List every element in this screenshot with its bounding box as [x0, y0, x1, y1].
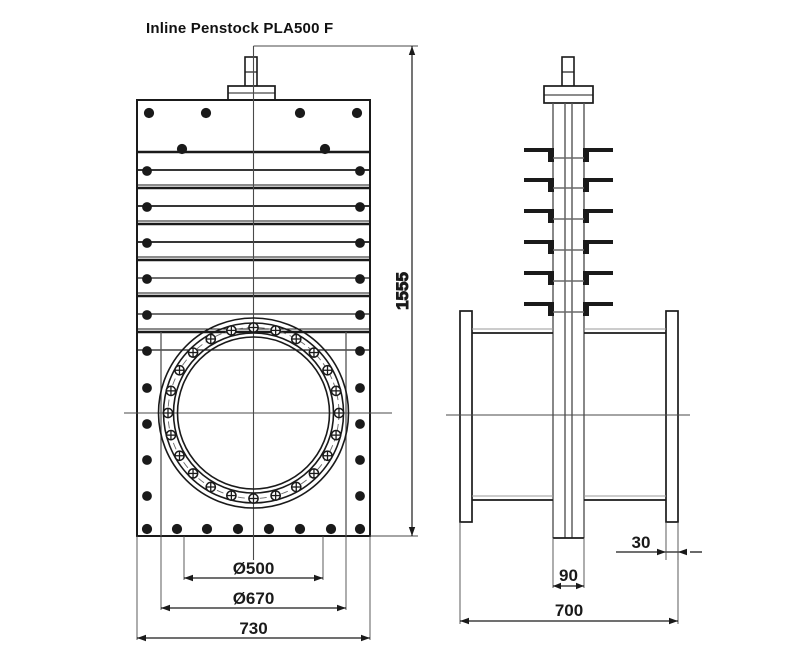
guide-bracket-pair: [524, 148, 613, 162]
flange-bolt: [248, 322, 259, 333]
flange-bolt: [290, 333, 302, 345]
bolt-head: [351, 107, 363, 119]
bolt-head: [142, 346, 152, 356]
flange-bolt: [322, 450, 333, 462]
bolt-head: [319, 143, 331, 155]
flange-bolt: [174, 450, 185, 462]
front-thrust-plate: [227, 85, 276, 101]
bolt-head: [355, 310, 365, 320]
dimension-value-flange-thickness: 30: [632, 533, 651, 552]
bolt-head: [263, 523, 275, 535]
flange-bolt: [248, 493, 259, 504]
side-stem-guide-brackets: [524, 148, 613, 316]
bolt-head: [355, 346, 365, 356]
guide-bracket-pair: [524, 178, 613, 192]
bolt-head: [142, 383, 152, 393]
bolt-head: [355, 238, 365, 248]
side-spool-barrel: [472, 332, 666, 501]
flange-bolt: [322, 364, 333, 376]
side-right-flange: [665, 310, 679, 523]
front-elevation-view: [124, 46, 392, 560]
guide-bracket-pair: [524, 302, 613, 316]
bolt-head: [355, 491, 365, 501]
front-flange-bolt-ring: [162, 322, 345, 504]
bolt-head: [355, 202, 365, 212]
bolt-head: [143, 107, 155, 119]
front-top-plate-bolts: [143, 107, 363, 119]
flange-bolt: [187, 468, 199, 479]
bolt-head: [142, 491, 152, 501]
bolt-head: [142, 202, 152, 212]
bolt-head: [142, 419, 152, 429]
guide-bracket-pair: [524, 209, 613, 223]
dimension-outer-width: 730: [137, 619, 370, 642]
flange-bolt: [162, 407, 174, 419]
bolt-head: [355, 455, 365, 465]
dimension-value-outer-width: 730: [239, 619, 267, 638]
bolt-head: [142, 274, 152, 284]
flange-bolt: [290, 481, 302, 493]
side-left-flange: [459, 310, 473, 523]
flange-bolt: [165, 385, 177, 397]
bolt-head: [200, 107, 212, 119]
dimension-value-height: 1555: [393, 272, 412, 310]
flange-bolt: [333, 407, 345, 419]
side-thrust-plate: [543, 85, 594, 104]
bolt-head: [355, 419, 365, 429]
flange-bolt: [205, 481, 217, 493]
side-section-view: [446, 56, 690, 539]
flange-bolt: [270, 325, 281, 336]
dimension-bore-diameter: Ø500: [184, 559, 323, 582]
bolt-head: [355, 166, 365, 176]
front-right-side-bolts: [355, 166, 365, 501]
flange-bolt: [205, 333, 217, 345]
flange-bolt: [165, 429, 177, 441]
side-stem-column: [552, 103, 585, 538]
bolt-head: [354, 523, 366, 535]
bolt-head: [142, 238, 152, 248]
dimension-overall-height: 1555: [253, 45, 418, 537]
flange-bolt: [330, 429, 342, 441]
dimension-value-bore: Ø500: [233, 559, 275, 578]
flange-bolt: [270, 490, 281, 501]
flange-bolt: [226, 325, 237, 336]
flange-bolt: [187, 347, 199, 358]
bolt-head: [355, 274, 365, 284]
bolt-head: [355, 383, 365, 393]
bolt-head: [294, 107, 306, 119]
flange-bolt: [330, 385, 342, 397]
guide-bracket-pair: [524, 271, 613, 285]
bolt-head: [142, 166, 152, 176]
bolt-head: [201, 523, 213, 535]
dimension-value-spool-length: 700: [555, 601, 583, 620]
flange-bolt: [308, 468, 320, 479]
guide-bracket-pair: [524, 240, 613, 254]
bolt-head: [142, 455, 152, 465]
bolt-head: [325, 523, 337, 535]
flange-bolt: [226, 490, 237, 501]
bolt-head: [294, 523, 306, 535]
dimension-flange-thickness: 30: [616, 522, 702, 560]
dimension-bolt-circle: Ø670: [161, 589, 346, 612]
dimension-stem-width: 90: [552, 538, 585, 590]
dimension-spool-length: 700: [459, 522, 679, 625]
bolt-head: [176, 143, 188, 155]
dimension-value-stem-width: 90: [559, 566, 578, 585]
bolt-head: [171, 523, 183, 535]
flange-bolt: [174, 364, 185, 376]
front-bottom-bolts: [141, 523, 366, 535]
front-left-side-bolts: [142, 166, 152, 501]
bolt-head: [142, 310, 152, 320]
front-dimension-extension-lines: [136, 536, 371, 640]
dimension-value-bolt-circle: Ø670: [233, 589, 275, 608]
bolt-head: [141, 523, 153, 535]
flange-bolt: [308, 347, 320, 358]
front-secondary-bolts: [176, 143, 331, 155]
drawing-title: Inline Penstock PLA500 F: [146, 20, 333, 37]
side-spool-barrel-thin: [472, 328, 666, 497]
bolt-head: [232, 523, 244, 535]
